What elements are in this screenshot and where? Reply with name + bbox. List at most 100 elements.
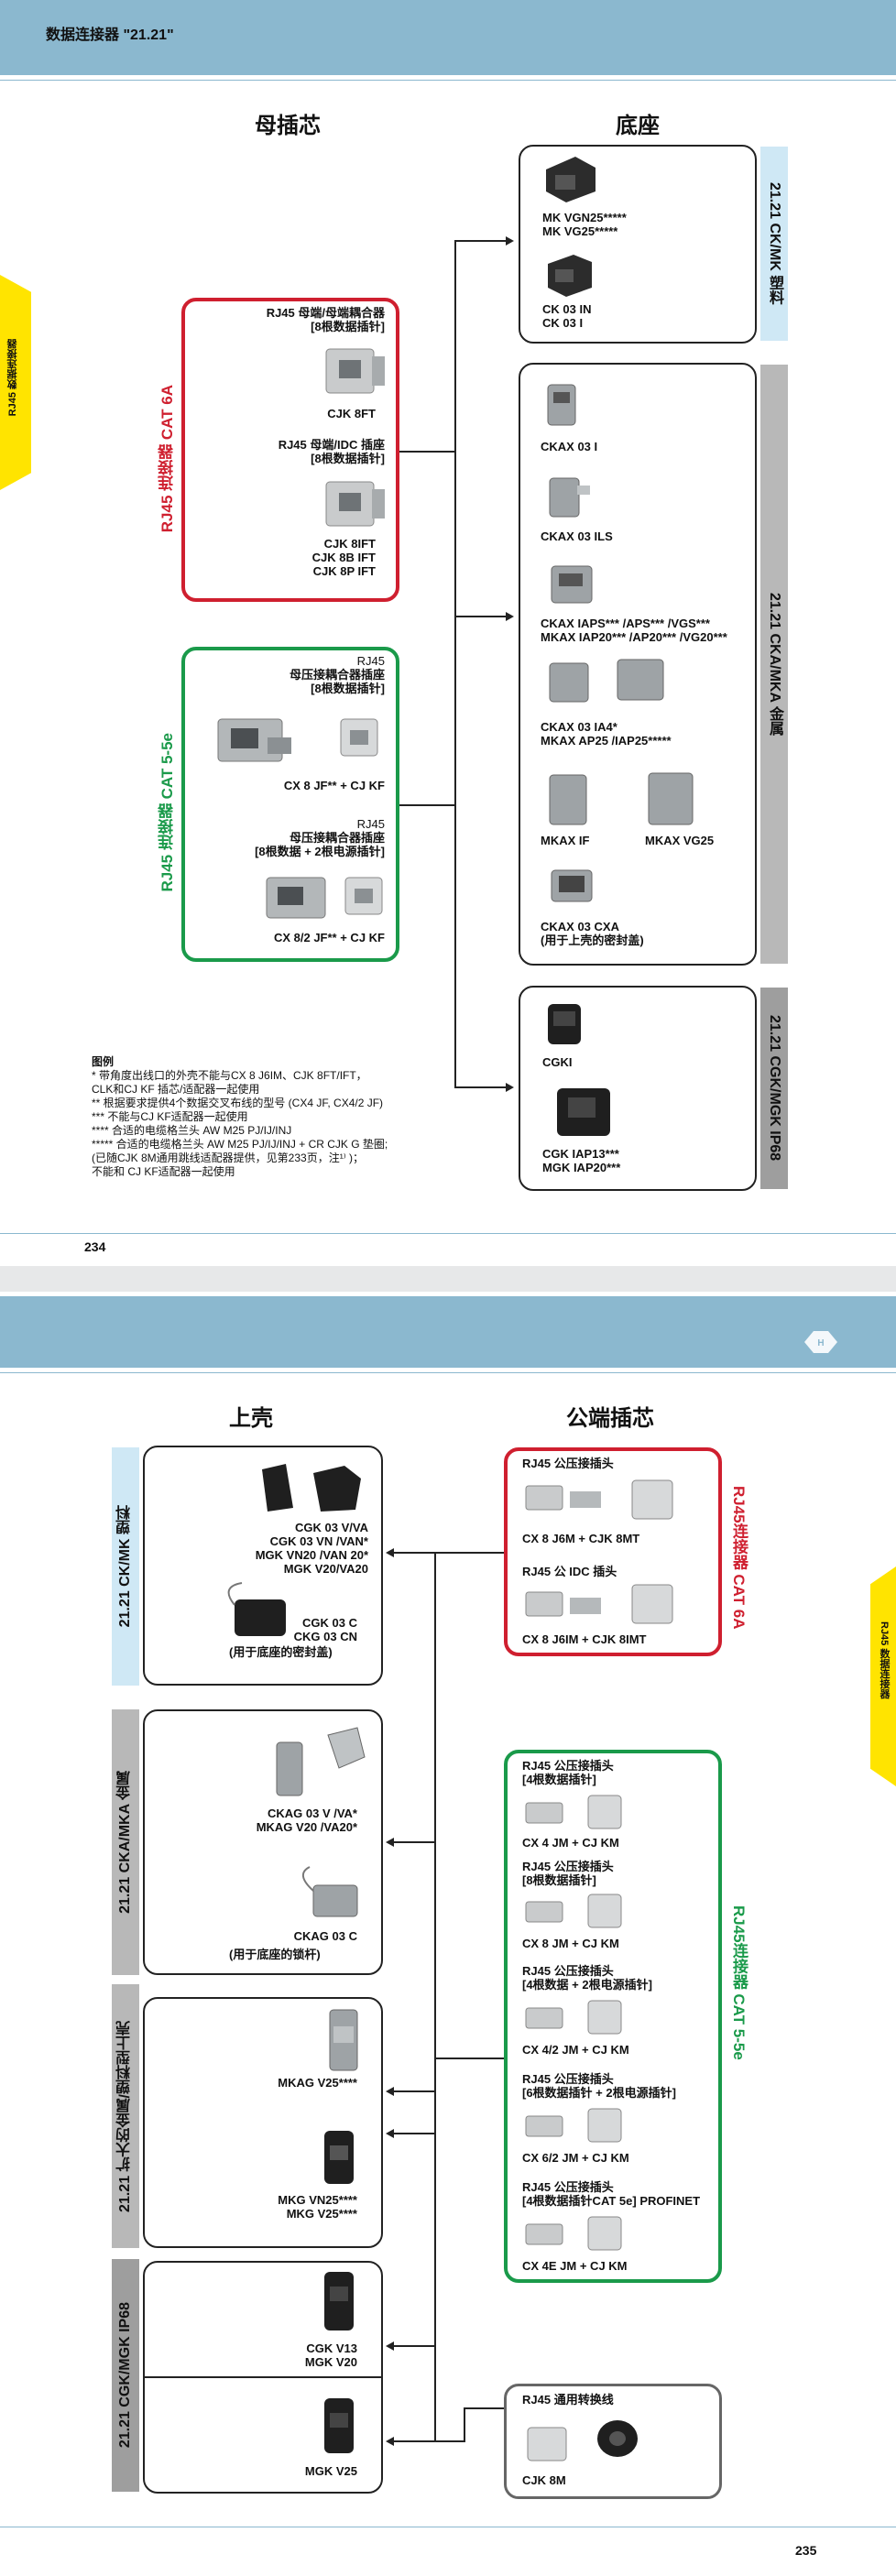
svg-text:H: H bbox=[817, 1338, 824, 1348]
connector-line bbox=[434, 2440, 465, 2442]
header-divider bbox=[0, 1372, 896, 1373]
divider bbox=[143, 2376, 383, 2378]
arrow bbox=[386, 2341, 394, 2351]
connector-photo bbox=[546, 157, 596, 202]
connector-line bbox=[454, 1086, 506, 1088]
legend-title: 图例 bbox=[92, 1055, 115, 1068]
item-caption: RJ45 公压接插头[6根数据插针 + 2根电源插针] bbox=[522, 2072, 676, 2100]
item-caption: RJ45 公压接插头[4根数据插针] bbox=[522, 1759, 614, 1786]
arrow bbox=[386, 2129, 394, 2138]
item-code: CX 8 JM + CJ KM bbox=[522, 1937, 619, 1950]
column-title-hoods: 上壳 bbox=[229, 1406, 273, 1431]
base-code: CKAX 03 ILS bbox=[541, 529, 613, 543]
connector-line bbox=[434, 1552, 436, 2440]
header-band bbox=[0, 1296, 896, 1368]
header-band bbox=[0, 0, 896, 75]
base-code: MKAX IF bbox=[541, 834, 590, 847]
item-code: CJK 8M bbox=[522, 2473, 566, 2487]
legend-line: CLK和CJ KF 插芯/适配器一起使用 bbox=[92, 1083, 260, 1096]
legend-line: 不能和 CJ KF适配器一起使用 bbox=[92, 1165, 235, 1178]
connector-photo bbox=[525, 1894, 622, 1928]
item-code: CX 8 JF** + CJ KF bbox=[283, 779, 385, 792]
connector-photo bbox=[551, 869, 593, 902]
connector-line bbox=[399, 804, 454, 806]
page-gap bbox=[0, 1266, 896, 1292]
connector-photo bbox=[549, 477, 590, 518]
connector-line bbox=[454, 240, 456, 1087]
connector-photo bbox=[548, 255, 592, 297]
side-tab-label: RJ45 数据连接器 bbox=[7, 339, 18, 417]
item-code: CX 4/2 JM + CJ KM bbox=[522, 2043, 629, 2057]
legend-line: *** 不能与CJ KF适配器一起使用 bbox=[92, 1110, 248, 1123]
hood-code: MGK V25 bbox=[304, 2464, 357, 2478]
series-tag: 21.21 CGK/MGK IP68 bbox=[112, 2259, 139, 2492]
hood-code: MKAG V25**** bbox=[278, 2076, 357, 2090]
base-codes: CKAX 03 CXA(用于上壳的密封盖) bbox=[541, 920, 644, 947]
base-codes: MK VGN25*****MK VG25***** bbox=[542, 211, 627, 238]
hood-code: CKAG 03 C bbox=[293, 1929, 357, 1943]
header-divider bbox=[0, 80, 896, 81]
page-header-title: 数据连接器 "21.21" bbox=[46, 27, 174, 43]
series-tag: 21.21 CKA/MKA 金属 bbox=[760, 365, 788, 964]
item-code: CX 4E JM + CJ KM bbox=[522, 2259, 628, 2273]
cat6a-category-label: RJ45连接器 CAT 6A bbox=[730, 1486, 748, 1630]
item-code: CX 6/2 JM + CJ KM bbox=[522, 2151, 629, 2165]
logo-icon: H bbox=[804, 1331, 837, 1353]
connector-line bbox=[394, 2345, 434, 2347]
legend: 图例 * 带角度出线口的外壳不能与CX 8 J6IM、CJK 8FT/IFT， … bbox=[92, 1055, 388, 1179]
hood-note: (用于底座的密封盖) bbox=[229, 1645, 333, 1659]
connector-photo bbox=[525, 1479, 673, 1520]
legend-line: ** 根据要求提供4个数据交叉布线的型号 (CX4 JF, CX4/2 JF) bbox=[92, 1097, 384, 1109]
connector-line bbox=[394, 1552, 434, 1554]
connector-line bbox=[399, 451, 454, 453]
arrow bbox=[386, 2087, 394, 2096]
item-caption: RJ45 母端/IDC 插座[8根数据插针] bbox=[278, 438, 385, 465]
series-tag: 21.21 CKA/MKA 金属 bbox=[112, 1709, 139, 1975]
connector-photo bbox=[547, 384, 576, 426]
item-code: CX 8 J6IM + CJK 8IMT bbox=[522, 1632, 647, 1646]
side-tab-label: RJ45 数据连接器 bbox=[879, 1621, 890, 1699]
item-caption: RJ45 通用转换线 bbox=[522, 2393, 614, 2407]
footer-divider bbox=[0, 1233, 896, 1234]
item-code: CX 4 JM + CJ KM bbox=[522, 1836, 619, 1850]
column-title-male: 公端插芯 bbox=[566, 1406, 654, 1431]
hood-codes: CKAG 03 V /VA*MKAG V20 /VA20* bbox=[256, 1806, 357, 1834]
connector-line bbox=[454, 616, 506, 617]
connector-photo bbox=[525, 2108, 622, 2143]
connector-photo bbox=[276, 1727, 366, 1796]
connector-line bbox=[434, 1552, 504, 1554]
connector-photo bbox=[324, 2131, 354, 2184]
connector-photo bbox=[551, 565, 593, 604]
connector-photo bbox=[324, 2398, 354, 2453]
cat5-category-label: RJ45 连接器 CAT 5-5e bbox=[158, 733, 176, 892]
column-title-inserts: 母插芯 bbox=[255, 114, 321, 138]
side-tab bbox=[0, 275, 31, 490]
arrow bbox=[386, 1548, 394, 1557]
legend-line: ***** 合适的电缆格兰头 AW M25 PJ/IJ/INJ + CR CJK… bbox=[92, 1138, 388, 1151]
base-code: MKAX VG25 bbox=[645, 834, 715, 847]
connector-line bbox=[394, 2090, 434, 2092]
cat6a-category-label: RJ45 连接器 CAT 6A bbox=[158, 385, 176, 533]
item-caption: RJ45 公 IDC 插头 bbox=[522, 1565, 617, 1578]
item-caption: RJ45 公压接插头 bbox=[522, 1457, 614, 1470]
series-tag: 21.21 CK/MK 塑料 bbox=[760, 147, 788, 341]
hood-codes: MKG VN25****MKG V25**** bbox=[278, 2193, 357, 2221]
base-code: CKAX 03 I bbox=[541, 440, 598, 453]
cat5-category-label: RJ45连接器 CAT 5-5e bbox=[730, 1905, 748, 2060]
cat6a-male-group bbox=[504, 1447, 722, 1656]
legend-line: * 带角度出线口的外壳不能与CX 8 J6IM、CJK 8FT/IFT， bbox=[92, 1069, 367, 1082]
arrow bbox=[386, 1838, 394, 1847]
connector-photo bbox=[549, 772, 694, 825]
item-caption: RJ45 公压接插头[4根数据 + 2根电源插针] bbox=[522, 1964, 652, 1992]
base-codes: CGK IAP13***MGK IAP20*** bbox=[542, 1147, 621, 1174]
connector-line bbox=[394, 2133, 434, 2134]
connector-photo bbox=[227, 1582, 286, 1636]
connector-line bbox=[394, 2440, 434, 2442]
connector-photo bbox=[525, 1795, 622, 1829]
arrow bbox=[386, 2437, 394, 2446]
connector-photo bbox=[325, 481, 385, 527]
series-tag: 21.21 扩大的金属/塑料型上壳 bbox=[112, 1984, 139, 2248]
